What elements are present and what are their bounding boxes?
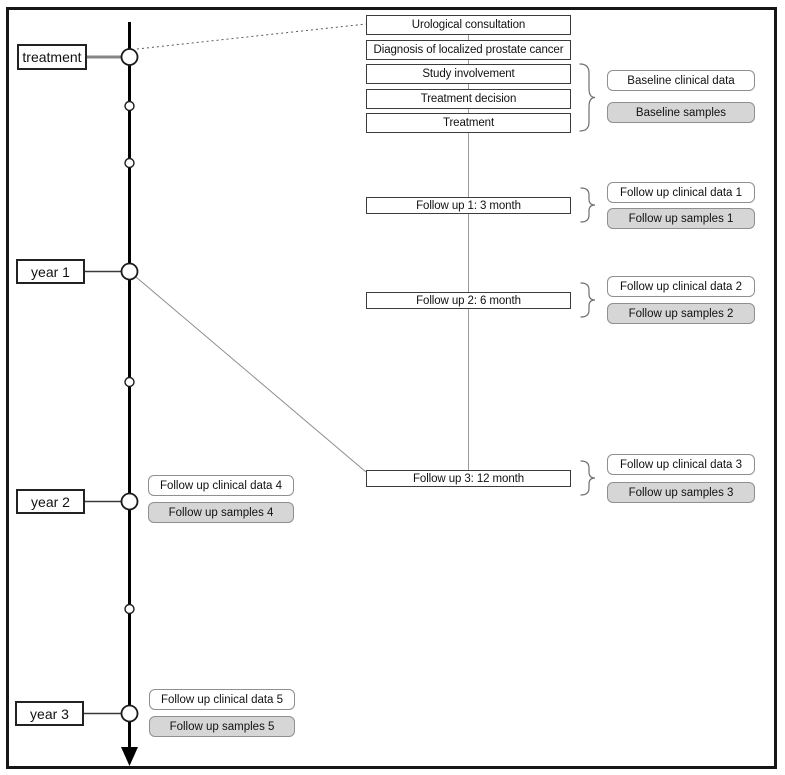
followup5-samples-pill: Follow up samples 5 bbox=[149, 716, 295, 737]
brace-baseline bbox=[579, 63, 596, 132]
followup4-clinical-data-pill: Follow up clinical data 4 bbox=[148, 475, 294, 496]
followup2-samples-pill: Follow up samples 2 bbox=[607, 303, 755, 324]
timeline-node-30month bbox=[124, 603, 135, 615]
followup3-clinical-data-pill: Follow up clinical data 3 bbox=[607, 454, 755, 475]
followup3-box: Follow up 3: 12 month bbox=[366, 470, 571, 487]
timeline-node-year2 bbox=[120, 492, 139, 511]
followup4-samples-pill: Follow up samples 4 bbox=[148, 502, 294, 523]
timeline-node-3month bbox=[124, 100, 135, 112]
timeline-node-year1 bbox=[120, 262, 139, 281]
followup1-box: Follow up 1: 3 month bbox=[366, 197, 571, 214]
timeline-label-year3: year 3 bbox=[15, 701, 84, 726]
baseline-clinical-data-pill: Baseline clinical data bbox=[607, 70, 755, 91]
brace-followup3 bbox=[580, 460, 596, 496]
followup1-samples-pill: Follow up samples 1 bbox=[607, 208, 755, 229]
stage-treatment-decision: Treatment decision bbox=[366, 89, 571, 109]
followup5-clinical-data-pill: Follow up clinical data 5 bbox=[149, 689, 295, 710]
brace-followup1 bbox=[580, 187, 596, 223]
timeline-node-year3 bbox=[120, 704, 139, 723]
consultation-dotted-link bbox=[136, 23, 367, 50]
timeline-label-treatment: treatment bbox=[17, 44, 87, 70]
timeline-node-treatment bbox=[120, 48, 139, 66]
baseline-samples-pill: Baseline samples bbox=[607, 102, 755, 123]
stage-diagnosis: Diagnosis of localized prostate cancer bbox=[366, 40, 571, 60]
stage-treatment: Treatment bbox=[366, 113, 571, 133]
followup3-samples-pill: Follow up samples 3 bbox=[607, 482, 755, 503]
followup1-clinical-data-pill: Follow up clinical data 1 bbox=[607, 182, 755, 203]
stage-urological-consultation: Urological consultation bbox=[366, 15, 571, 35]
year1-to-followup3-link bbox=[135, 276, 367, 473]
timeline-label-year2: year 2 bbox=[16, 489, 85, 514]
followup2-clinical-data-pill: Follow up clinical data 2 bbox=[607, 276, 755, 297]
timeline-node-18month bbox=[124, 376, 135, 388]
followup2-box: Follow up 2: 6 month bbox=[366, 292, 571, 309]
timeline-node-6month bbox=[124, 157, 135, 169]
stage-study-involvement: Study involvement bbox=[366, 64, 571, 84]
timeline-label-year1: year 1 bbox=[16, 259, 85, 284]
timeline-arrowhead bbox=[121, 747, 138, 766]
brace-followup2 bbox=[580, 282, 596, 318]
